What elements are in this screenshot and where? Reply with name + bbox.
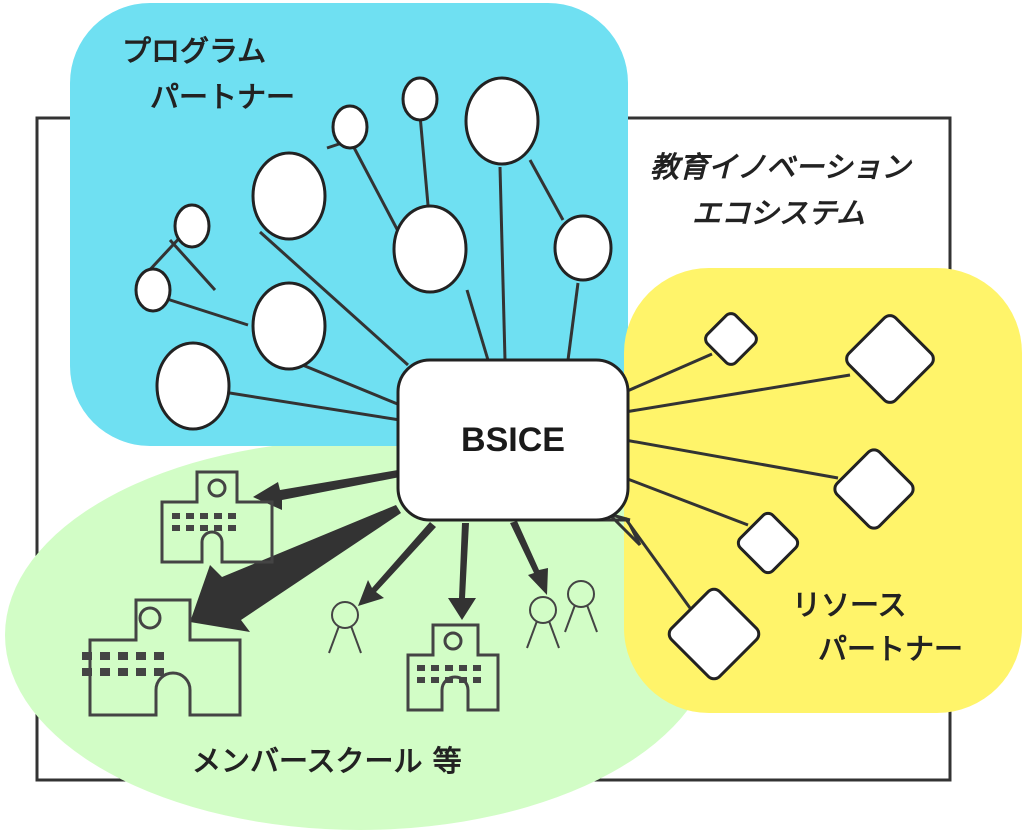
program-partner-node [251, 281, 327, 371]
resource-partners-label-line1: リソース [792, 588, 907, 622]
ecosystem-title-line1: 教育イノベーション [650, 150, 911, 184]
program-partner-node [401, 76, 439, 122]
program-partner-node [251, 151, 327, 241]
school-icon [160, 470, 274, 564]
member-schools-label: メンバースクール 等 [192, 744, 462, 778]
person-icon [328, 601, 362, 654]
resource-partner-node [704, 312, 758, 366]
resource-partner-node [833, 448, 915, 530]
program-partner-node [392, 204, 468, 294]
member-school-arrows [190, 470, 548, 632]
school-windows [417, 665, 481, 683]
school-windows [82, 652, 164, 676]
program-partners-label-line2: パートナー [150, 80, 296, 114]
member-schools-region [5, 440, 715, 830]
resource-partner-node [736, 511, 800, 575]
person-icon [526, 596, 560, 649]
school-windows [172, 513, 236, 531]
resource-partner-node [845, 314, 935, 404]
school-icon [88, 598, 242, 717]
bsice-node [396, 358, 630, 522]
resource-partner-links [572, 352, 851, 609]
resource-partner-node [667, 587, 761, 681]
program-partner-node [155, 341, 231, 431]
ecosystem-title-line2: エコシステム [692, 196, 866, 230]
program-partner-node [464, 76, 540, 166]
program-partner-node [331, 104, 369, 150]
program-partners-label-line1: プログラム [122, 34, 267, 68]
program-partner-node [134, 267, 172, 313]
bsice-label: BSICE [461, 420, 565, 459]
program-partner-node [553, 214, 613, 282]
program-partner-node [173, 203, 211, 249]
resource-partners-label-line2: パートナー [818, 632, 964, 666]
person-icon [564, 580, 598, 633]
